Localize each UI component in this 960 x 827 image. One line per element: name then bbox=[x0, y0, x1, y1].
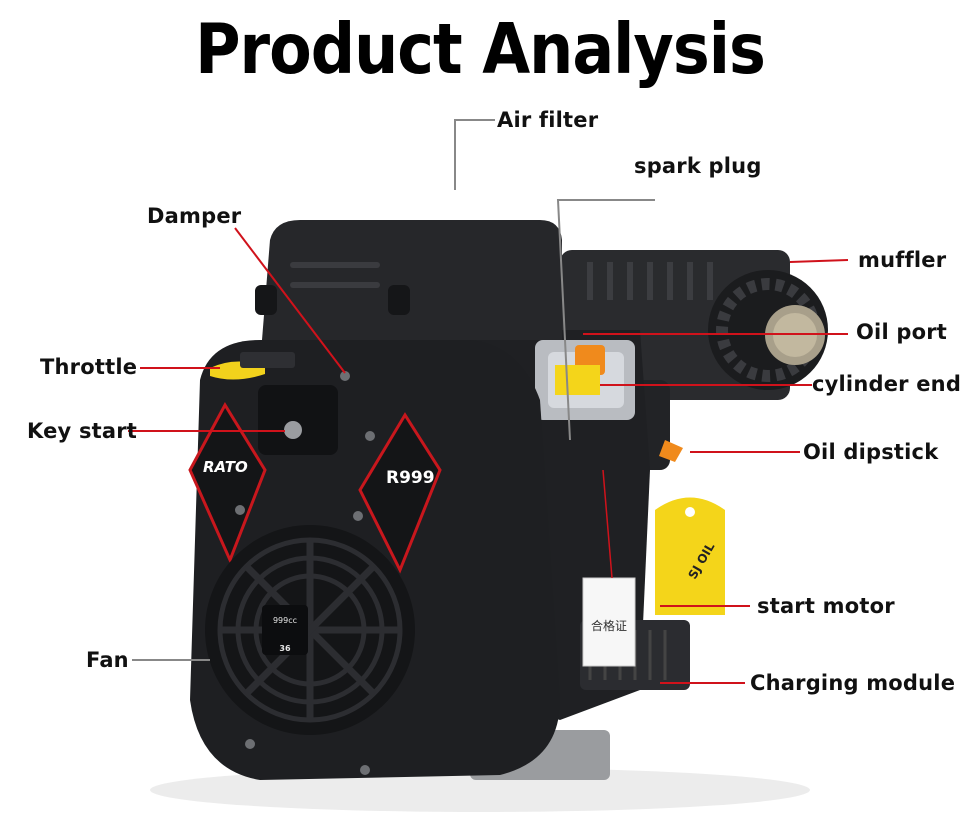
label-cylinder-end: cylinder end bbox=[812, 372, 960, 396]
leader-spark-plug bbox=[556, 199, 655, 441]
leader-lines bbox=[128, 119, 849, 684]
label-oil-port: Oil port bbox=[856, 320, 948, 344]
displacement-text: 999cc bbox=[273, 616, 297, 625]
label-oil-dipstick: Oil dipstick bbox=[803, 440, 939, 464]
badge-number-text: 36 bbox=[279, 644, 291, 653]
label-muffler: muffler bbox=[858, 248, 947, 272]
certificate-card: 合格证 bbox=[582, 577, 636, 667]
leader-air-filter bbox=[454, 119, 495, 190]
air-filter-housing bbox=[255, 220, 562, 340]
oil-tag: SJ OIL bbox=[655, 497, 725, 615]
leader-muffler bbox=[789, 259, 849, 263]
engine-shroud: RATO R999 999cc 36 bbox=[188, 340, 560, 780]
label-start-motor: start motor bbox=[757, 594, 895, 618]
certificate-text: 合格证 bbox=[591, 618, 627, 633]
brand-logo-text: RATO bbox=[203, 458, 248, 476]
leader-damper bbox=[234, 227, 346, 374]
ground-shadow bbox=[150, 768, 810, 812]
model-text: R999 bbox=[386, 468, 435, 488]
label-throttle: Throttle bbox=[40, 355, 138, 379]
page-title: Product Analysis bbox=[195, 8, 766, 90]
label-charging-module: Charging module bbox=[750, 671, 956, 695]
tag-string bbox=[602, 469, 613, 579]
label-spark-plug: spark plug bbox=[634, 154, 762, 178]
label-damper: Damper bbox=[147, 204, 242, 228]
label-air-filter: Air filter bbox=[497, 108, 599, 132]
label-fan: Fan bbox=[86, 648, 129, 672]
label-key-start: Key start bbox=[27, 419, 138, 443]
